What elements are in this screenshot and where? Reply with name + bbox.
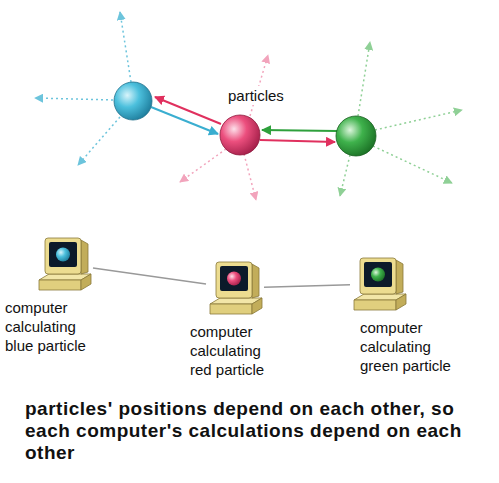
computer-node: computer calculating blue particle: [35, 236, 93, 292]
force-rays: [35, 12, 462, 200]
computer-caption: computer calculating blue particle: [5, 298, 101, 355]
particles-label: particles: [226, 86, 286, 105]
blue-particle: [114, 82, 152, 120]
caption: particles' positions depend on each othe…: [25, 398, 475, 464]
computer-node: computer calculating red particle: [206, 260, 264, 316]
network-cable: [264, 285, 350, 287]
computer-icon: [350, 256, 408, 312]
computer-caption: computer calculating red particle: [190, 322, 282, 379]
computer-icon: [206, 260, 264, 316]
green-particle: [336, 116, 376, 156]
computer-caption: computer calculating green particle: [360, 318, 470, 375]
computer-icon: [35, 236, 93, 292]
red-particle: [220, 115, 260, 155]
computer-node: computer calculating green particle: [350, 256, 408, 312]
network-cable: [93, 268, 206, 284]
